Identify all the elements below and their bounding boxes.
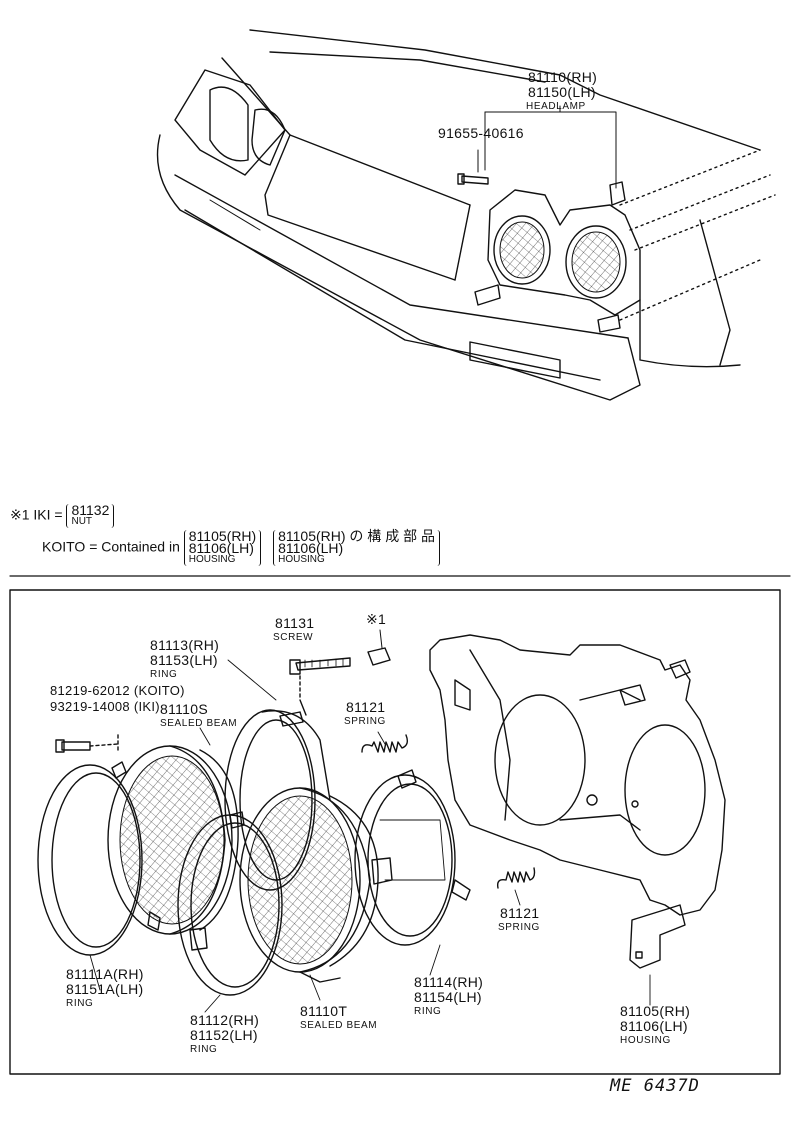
sealed-beam-s-label: SEALED BEAM <box>160 718 238 729</box>
housing-rh-part-number: 81105(RH) <box>620 1003 691 1019</box>
housing-label: HOUSING <box>620 1035 671 1046</box>
ring-81153-lh: 81153(LH) <box>150 652 218 668</box>
koito-note: KOITO = Contained in 81105(RH) 81106(LH)… <box>42 528 440 566</box>
iki-nut-label: NUT <box>71 516 93 527</box>
sealed-beam-t-part-number: 81110T <box>300 1003 348 1019</box>
sealed-beam-t-label: SEALED BEAM <box>300 1020 378 1031</box>
ring-81111a-rh: 81111A(RH) <box>66 966 144 982</box>
ring-81111a-label: RING <box>66 998 94 1009</box>
ring-81112-rh: 81112(RH) <box>190 1012 260 1028</box>
spring-mid-part-number: 81121 <box>500 905 540 921</box>
jp-housing: HOUSING <box>278 554 325 565</box>
exploded-view-illustration <box>37 629 726 1013</box>
jp-bracket: 81105(RH) の 構 成 部 品 81106(LH) HOUSING <box>273 528 440 566</box>
nut-reference-mark: ※1 <box>366 611 387 627</box>
jp-lh: 81106(LH) <box>278 540 344 556</box>
koito-rh: 81105(RH) <box>188 528 257 544</box>
iki-screw-part-number: 93219-14008 (IKI) <box>50 699 160 714</box>
koito-housing: HOUSING <box>188 554 236 565</box>
screw-label: SCREW <box>273 632 314 643</box>
ring-81154-lh: 81154(LH) <box>414 989 482 1005</box>
jp-rh: 81105(RH) の 構 成 部 品 <box>278 528 435 544</box>
spring-upper-part-number: 81121 <box>346 699 386 715</box>
iki-mark: ※1 IKI = <box>10 506 63 523</box>
bolt-part-number: 91655-40616 <box>438 125 524 141</box>
ring-81114-label: RING <box>414 1006 442 1017</box>
ring-81113-rh: 81113(RH) <box>150 637 220 653</box>
koito-prefix: KOITO = Contained in <box>42 538 180 555</box>
ring-81152-lh: 81152(LH) <box>190 1027 258 1043</box>
exploded-view-frame <box>9 589 781 1075</box>
ring-81112-label: RING <box>190 1044 218 1055</box>
iki-bracket: 81132 NUT <box>66 502 115 528</box>
headlamp-label: HEADLAMP <box>526 101 586 112</box>
koito-screw-part-number: 81219-62012 (KOITO) <box>50 683 185 698</box>
sealed-beam-s-part-number: 81110S <box>160 701 208 717</box>
koito-bracket: 81105(RH) 81106(LH) HOUSING <box>183 528 262 566</box>
iki-note: ※1 IKI = 81132 NUT <box>10 502 115 528</box>
ring-81114-rh: 81114(RH) <box>414 974 484 990</box>
headlamp-rh-part-number: 81110(RH) <box>528 69 598 85</box>
ring-81151a-lh: 81151A(LH) <box>66 981 144 997</box>
diagram-code: ME 6437D <box>610 1076 700 1096</box>
car-front-illustration <box>156 29 776 401</box>
headlamp-lh-part-number: 81150(LH) <box>528 84 596 100</box>
spring-upper-label: SPRING <box>344 716 386 727</box>
ring-81113-label: RING <box>150 669 178 680</box>
koito-lh: 81106(LH) <box>188 540 254 556</box>
housing-lh-part-number: 81106(LH) <box>620 1018 688 1034</box>
spring-mid-label: SPRING <box>498 922 540 933</box>
iki-nut-part-number: 81132 <box>71 502 110 518</box>
screw-part-number: 81131 <box>275 615 315 631</box>
